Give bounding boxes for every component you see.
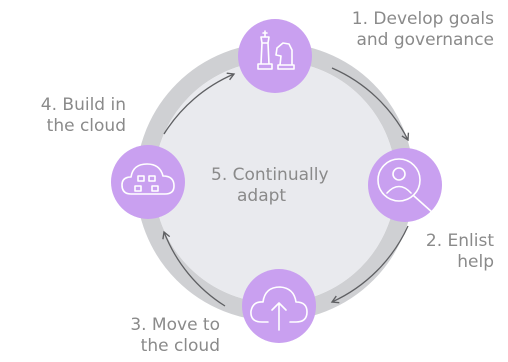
step4-label: 4. Build in the cloud <box>40 95 126 136</box>
step1-node <box>238 19 312 93</box>
center-label: 5. Continually adapt <box>211 165 329 206</box>
step2-label: 2. Enlist help <box>425 231 494 272</box>
step4-node <box>111 145 185 219</box>
arrow-step1-to-step2 <box>331 67 410 142</box>
step1-label: 1. Develop goals and governance <box>351 9 494 50</box>
chess-pieces-icon <box>257 30 295 70</box>
step3-label: 3. Move to the cloud <box>130 315 220 356</box>
person-search-icon <box>377 158 434 214</box>
arrow-step3-to-step4 <box>162 230 226 307</box>
arrow-step4-to-step1 <box>163 72 236 135</box>
cloud-upload-icon <box>250 286 308 331</box>
arrow-step2-to-step3 <box>330 225 409 304</box>
cycle-inner-disc <box>154 61 396 303</box>
cloud-building-icon <box>121 163 175 195</box>
